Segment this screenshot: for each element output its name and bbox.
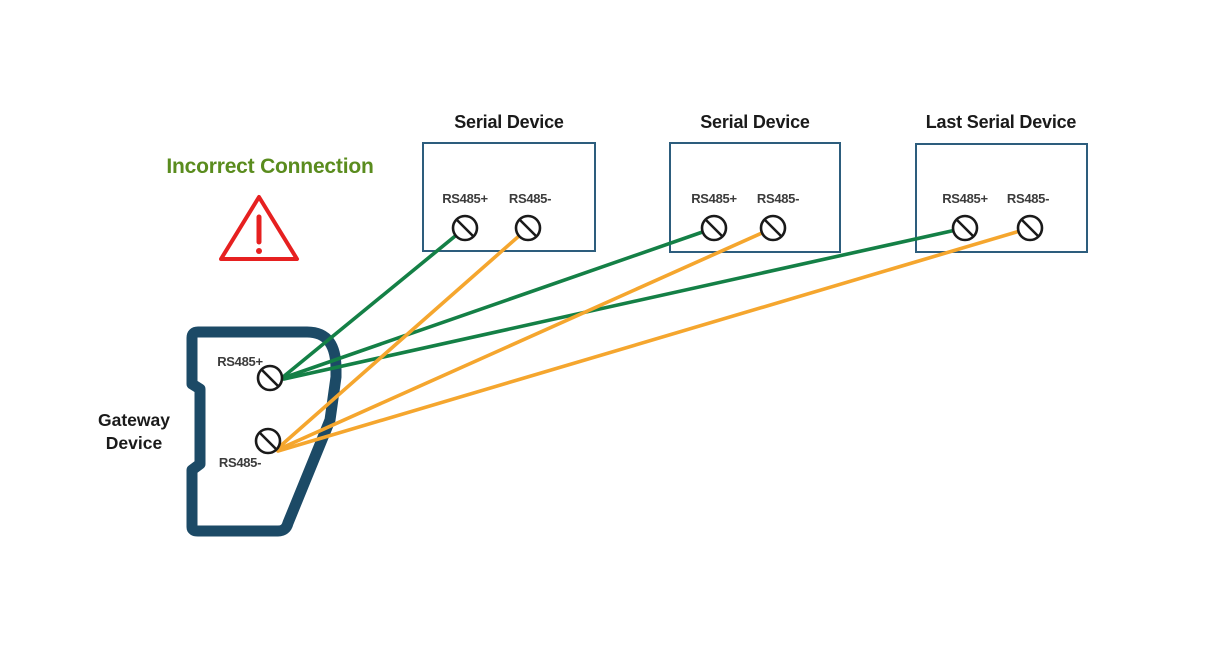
gateway-device-name: Gateway Device: [98, 410, 170, 453]
screw-terminal-icon: [700, 214, 728, 242]
device-2-rs485-minus-label: RS485-: [756, 191, 800, 206]
wire-negative-2: [275, 226, 775, 452]
device-2-rs485-plus-label: RS485+: [691, 191, 737, 206]
screw-terminal-icon: [451, 214, 479, 242]
wire-positive-2: [281, 226, 716, 380]
screw-terminal-icon: [514, 214, 542, 242]
serial-device-1-box: [422, 142, 596, 252]
gateway-rs485-plus-label: RS485+: [217, 354, 263, 369]
device-1-rs485-plus-label: RS485+: [442, 191, 488, 206]
screw-terminal-icon: [951, 214, 979, 242]
screw-terminal-icon: [254, 427, 282, 455]
wire-negative-3: [276, 226, 1032, 453]
serial-device-1-title: Serial Device: [454, 112, 564, 132]
wire-positive-3: [282, 226, 967, 381]
last-device-rs485-minus-label: RS485-: [1006, 191, 1050, 206]
device-1-rs485-minus-label: RS485-: [508, 191, 552, 206]
last-device-rs485-plus-label: RS485+: [942, 191, 988, 206]
last-serial-device-title: Last Serial Device: [925, 112, 1077, 132]
wire-positive-1: [281, 226, 467, 379]
gateway-rs485-minus-label: RS485-: [218, 455, 262, 470]
screw-terminal-icon: [256, 364, 284, 392]
serial-device-2-title: Serial Device: [700, 112, 810, 132]
warning-triangle-icon: [219, 195, 299, 261]
screw-terminal-icon: [1016, 214, 1044, 242]
screw-terminal-icon: [759, 214, 787, 242]
status-title: Incorrect Connection: [166, 155, 374, 178]
wire-negative-1: [275, 226, 530, 451]
